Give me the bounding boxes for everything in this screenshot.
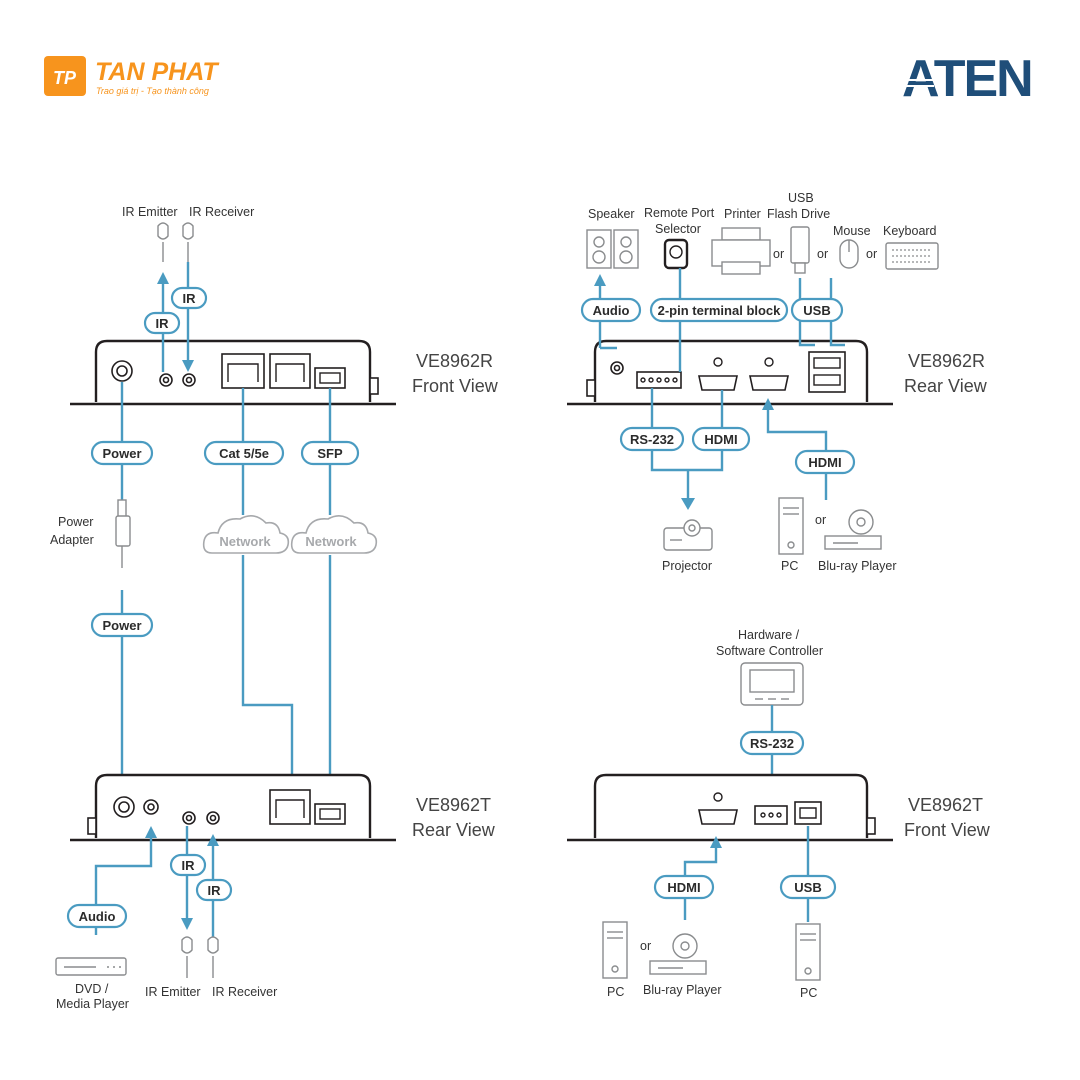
network-cloud-icon: [202, 515, 290, 554]
arrow-down-icon: [681, 498, 695, 510]
ir-emitter-icon: [157, 222, 169, 240]
speaker-label: Speaker: [588, 207, 635, 221]
tanphat-name: TAN PHAT: [95, 58, 220, 86]
dvd-label: Media Player: [56, 997, 129, 1011]
rs232-pill-label: RS-232: [630, 432, 674, 447]
ir-receiver-label: IR Receiver: [212, 985, 277, 999]
hdmi-pill-label: HDMI: [704, 432, 737, 447]
ir-pill-label: IR: [208, 883, 222, 898]
hdmi-pill-label: HDMI: [808, 455, 841, 470]
view-name-label: Rear View: [412, 820, 496, 840]
receiver-rear-panel: Speaker Remote Port Selector Printer USB…: [567, 191, 988, 573]
projector-label: Projector: [662, 559, 712, 573]
hdmi-port: [698, 375, 738, 391]
view-model-label: VE8962T: [416, 795, 491, 815]
tanphat-logo-mark: [44, 56, 86, 96]
ir-receiver-icon: [182, 222, 194, 240]
arrow-down-icon: [182, 360, 194, 372]
view-model-label: VE8962T: [908, 795, 983, 815]
usb-flash-label: USB: [788, 191, 814, 205]
or-label: or: [866, 247, 877, 261]
audio-pill-label: Audio: [593, 303, 630, 318]
ethernet-port: [221, 353, 265, 389]
ir-emitter-label: IR Emitter: [122, 205, 178, 219]
view-name-label: Front View: [904, 820, 991, 840]
ir-receiver-icon: [207, 936, 219, 954]
view-model-label: VE8962R: [416, 351, 493, 371]
ir-emitter-icon: [181, 936, 193, 954]
sfp-pill-label: SFP: [317, 446, 343, 461]
or-label: or: [640, 939, 651, 953]
rs232-pill-label: RS-232: [750, 736, 794, 751]
usb-flash-drive-icon: [790, 226, 810, 264]
power-pill-label: Power: [102, 618, 141, 633]
remote-selector-label: Selector: [655, 222, 701, 236]
audio-pill-label: Audio: [79, 909, 116, 924]
terminal-block-port: [754, 805, 788, 825]
or-label: or: [815, 513, 826, 527]
arrow-up-icon: [145, 826, 157, 838]
pc-label: PC: [781, 559, 798, 573]
terminal-block-port: [636, 371, 682, 389]
power-adapter-label: Adapter: [50, 533, 94, 547]
arrow-up-icon: [207, 834, 219, 846]
or-label: or: [817, 247, 828, 261]
ir-pill-label: IR: [156, 316, 170, 331]
hdmi-pill-label: HDMI: [667, 880, 700, 895]
pc-label: PC: [800, 986, 817, 1000]
ir-receiver-label: IR Receiver: [189, 205, 254, 219]
power-adapter-icon: [115, 515, 131, 547]
network-label: Network: [219, 534, 271, 549]
or-label: or: [773, 247, 784, 261]
ir-pill-label: IR: [182, 858, 196, 873]
dvd-label: DVD /: [75, 982, 109, 996]
tanphat-logo: TP TAN PHAT Trao giá trị - Tạo thành côn…: [44, 56, 220, 96]
transmitter-rear-panel: Audio DVD / Media Player IR IR IR Emitte…: [55, 773, 496, 1011]
arrow-up-icon: [594, 274, 606, 286]
arrow-down-icon: [181, 918, 193, 930]
tanphat-logo-glyph: TP: [53, 68, 77, 88]
arrow-up-icon: [710, 836, 722, 848]
ir-emitter-label: IR Emitter: [145, 985, 201, 999]
usb-pill-label: USB: [803, 303, 830, 318]
view-model-label: VE8962R: [908, 351, 985, 371]
usb-pill-label: USB: [794, 880, 821, 895]
arrow-up-icon: [762, 398, 774, 410]
hdmi-port: [749, 375, 789, 391]
transmitter-front-chassis: [593, 773, 869, 838]
terminal-block-pill-label: 2-pin terminal block: [658, 303, 782, 318]
view-name-label: Rear View: [904, 376, 988, 396]
bluray-label: Blu-ray Player: [818, 559, 897, 573]
usb-flash-label: Flash Drive: [767, 207, 830, 221]
power-adapter-label: Power: [58, 515, 93, 529]
power-pill-label: Power: [102, 446, 141, 461]
transmitter-front-panel: Hardware / Software Controller RS-232 HD…: [567, 628, 991, 1000]
ir-pill-label: IR: [183, 291, 197, 306]
controller-label: Software Controller: [716, 644, 823, 658]
remote-selector-label: Remote Port: [644, 206, 715, 220]
view-name-label: Front View: [412, 376, 499, 396]
receiver-front-panel: IR Emitter IR Receiver IR IR: [50, 205, 499, 805]
network-label: Network: [305, 534, 357, 549]
arrow-up-icon: [157, 272, 169, 284]
cat-pill-label: Cat 5/5e: [219, 446, 269, 461]
tanphat-slogan: Trao giá trị - Tạo thành công: [96, 86, 209, 96]
hdmi-port: [698, 809, 738, 825]
pc-label: PC: [607, 985, 624, 999]
controller-label: Hardware /: [738, 628, 800, 642]
bluray-label: Blu-ray Player: [643, 983, 722, 997]
remote-selector-icon: [663, 238, 689, 270]
keyboard-label: Keyboard: [883, 224, 937, 238]
printer-label: Printer: [724, 207, 761, 221]
aten-logo: ATEN: [896, 50, 1034, 108]
usb-b-port: [794, 801, 822, 825]
network-cloud-icon: [290, 515, 378, 554]
mouse-label: Mouse: [833, 224, 871, 238]
